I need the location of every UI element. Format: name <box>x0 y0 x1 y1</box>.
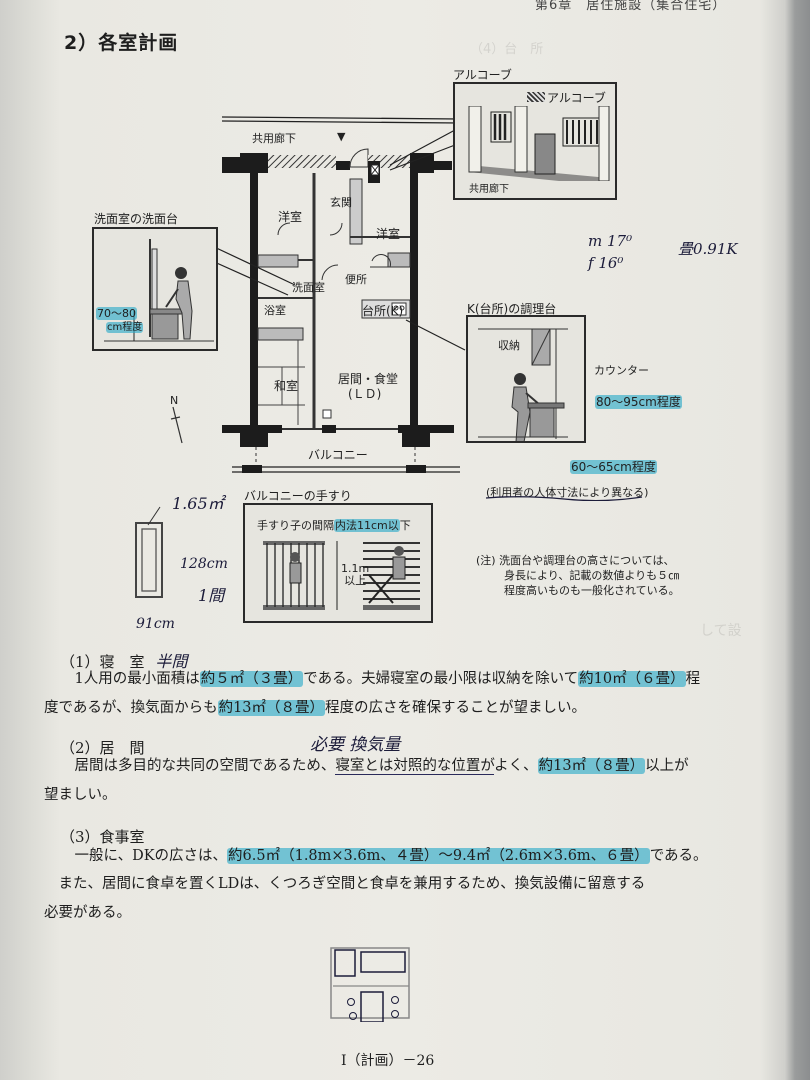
handwritten-tatami-sketch <box>135 506 163 598</box>
handwritten-height-f: f 16⁰ <box>588 254 624 272</box>
section-title: 2）各室計画 <box>64 32 179 54</box>
room-living-dining: 居間・食堂 <box>338 372 399 386</box>
alcove-corridor-label: 共用廊下 <box>469 184 509 195</box>
heading-bedroom: （1）寝 室 半間 <box>60 652 188 671</box>
room-entrance: 玄関 <box>330 196 352 209</box>
highlight-min-couple: 約10㎡（６畳） <box>578 671 686 687</box>
height-note: (注) 洗面台や調理台の高さについては、 身長により、記載の数値よりも５㎝ 程度… <box>476 554 680 597</box>
dining-paragraph-line-3: 必要がある。 <box>44 905 131 921</box>
washbasin-height-unit: cm程度 <box>106 322 144 333</box>
room-japanese: 和室 <box>274 379 299 393</box>
washbasin-height-label: 70～80 cm程度 <box>96 307 144 334</box>
running-header: 第6章 居住施設（集合住宅） <box>535 0 727 13</box>
kitchen-counter-label: カウンター <box>594 364 649 377</box>
kitchen-callout-title: K(台所)の調理台 <box>467 302 557 316</box>
handwritten-height-m: m 17⁰ <box>588 232 633 250</box>
dining-paragraph-line-2: また、居間に食卓を置くLDは、くつろぎ空間と食卓を兼用するため、換気設備に留意す… <box>44 876 646 892</box>
alcove-callout-title: アルコーブ <box>453 68 512 82</box>
north-label: N <box>170 394 179 407</box>
room-western-1: 洋室 <box>278 210 303 224</box>
highlight-min-single: 約５㎡（３畳） <box>199 671 304 687</box>
washbasin-callout-title: 洗面室の洗面台 <box>94 212 179 226</box>
balcony-callout-title: バルコニーの手すり <box>244 489 352 503</box>
handwritten-width: 91cm <box>136 616 175 632</box>
room-living-dining-abbrev: (ＬＤ) <box>348 387 382 401</box>
kitchen-counter-note: (利用者の人体寸法により異なる) <box>486 486 649 499</box>
corridor-label: 共用廊下 <box>252 132 296 145</box>
alcove-legend-label: アルコーブ <box>547 91 606 105</box>
kitchen-counter-depth: 60～65cm程度 <box>570 460 657 474</box>
bleed-through-text: して設 <box>700 623 742 639</box>
room-bathroom: 浴室 <box>264 304 286 317</box>
hatch-legend-icon <box>527 92 545 102</box>
heading-dining-room: （3）食事室 <box>60 828 145 846</box>
bleed-through-text: （4）台 所 <box>470 42 544 57</box>
room-washroom: 洗面室 <box>292 281 325 294</box>
alcove-illustration <box>468 106 610 181</box>
railing-height-label: 1.1m 以上 <box>341 562 370 587</box>
room-kitchen: 台所(K) <box>362 304 404 318</box>
room-toilet: 便所 <box>345 273 367 286</box>
north-arrow-icon <box>170 406 183 444</box>
kitchen-counter-illustration <box>478 328 568 441</box>
entrance-marker-icon: ▼ <box>337 130 346 143</box>
room-western-2: 洋室 <box>376 227 401 241</box>
washbasin-height-value: 70～80 <box>96 307 137 320</box>
washbasin-callout: 70～80 cm程度 <box>92 227 218 351</box>
handwritten-area: 1.65㎡ <box>172 494 224 513</box>
handwritten-one-ken: 1間 <box>198 586 225 605</box>
highlight-ventilation-area: 約13㎡（８畳） <box>217 700 326 716</box>
alcove-callout: アルコーブ 共用廊下 <box>453 82 617 200</box>
page-number: Ⅰ（計画）－26 <box>341 1053 435 1069</box>
kitchen-counter-height: 80～95cm程度 <box>595 395 682 409</box>
railing-spacing-text: 手すり子の間隔内法11cm以下 <box>257 519 411 532</box>
dining-paragraph-line-1: 一般に、DKの広さは、約6.5㎡（1.8m×3.6m、４畳）～9.4㎡（2.6m… <box>60 848 708 864</box>
handwritten-underline <box>485 496 643 501</box>
floor-plan-drawing <box>210 116 466 473</box>
highlight-dk-area: 約6.5㎡（1.8m×3.6m、４畳）～9.4㎡（2.6m×3.6m、６畳） <box>227 848 650 864</box>
handwritten-living-note: 必要 換気量 <box>310 735 401 755</box>
bedroom-paragraph-line-2: 度であるが、換気面からも約13㎡（８畳）程度の広さを確保することが望ましい。 <box>44 700 587 716</box>
underlined-position: 寝室とは対照的な位置が <box>335 758 495 775</box>
handwritten-room-sketch <box>330 947 410 1022</box>
kitchen-storage-label: 収納 <box>498 339 520 352</box>
handwritten-length: 128cm <box>180 556 228 572</box>
balcony-railing-illustration <box>263 541 420 610</box>
balcony-label: バルコニー <box>308 448 368 462</box>
balcony-railing-callout: 手すり子の間隔内法11cm以下 1.1m <box>243 503 433 623</box>
highlight-living-area: 約13㎡（８畳） <box>537 758 646 774</box>
handwritten-tatami: 畳0.91K <box>678 240 738 258</box>
living-paragraph-line-1: 居間は多目的な共同の空間であるため、寝室とは対照的な位置がよく、約13㎡（８畳）… <box>60 758 689 775</box>
handwritten-bedroom-note: 半間 <box>155 652 188 671</box>
heading-living-room: （2）居 間 <box>60 739 145 757</box>
living-paragraph-line-2: 望ましい。 <box>44 787 117 803</box>
bedroom-paragraph-line-1: 1人用の最小面積は約５㎡（３畳）である。夫婦寝室の最小限は収納を除いて約10㎡（… <box>60 671 701 687</box>
kitchen-counter-callout: 収納 <box>466 315 586 443</box>
